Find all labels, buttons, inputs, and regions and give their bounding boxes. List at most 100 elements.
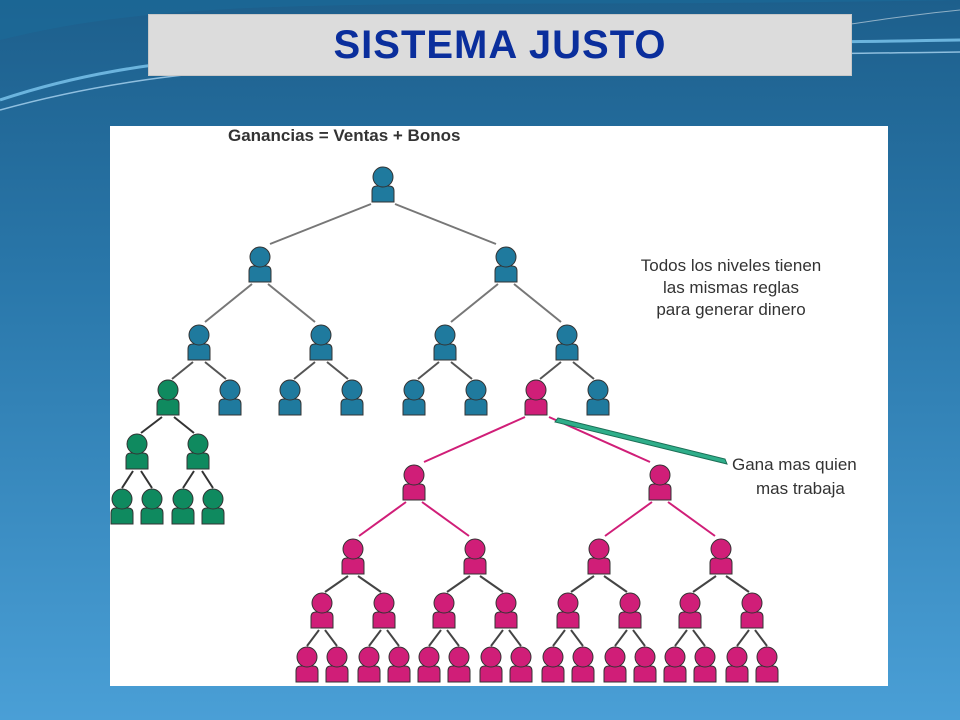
edge-m-1-1-1-0 bbox=[736, 629, 750, 647]
edge-r-0 bbox=[269, 203, 372, 245]
edge-r-1 bbox=[394, 203, 497, 245]
edge-m-0-1-1 bbox=[479, 575, 504, 593]
hierarchy-diagram: Ganancias = Ventas + Bonos Todos los niv… bbox=[110, 126, 857, 683]
edge-r-0-0-1 bbox=[204, 361, 227, 380]
person-r-0-1-1 bbox=[340, 379, 364, 416]
edge-m-0-0-0-0 bbox=[306, 629, 320, 647]
person-m-0-0-0-1 bbox=[325, 646, 349, 683]
edge-g-1 bbox=[173, 416, 195, 434]
edge-r-0-0 bbox=[204, 283, 253, 323]
note-worker-line-2: mas trabaja bbox=[756, 479, 845, 498]
edge-m-1-1-0-0 bbox=[674, 629, 688, 647]
person-r-1-1-1 bbox=[586, 379, 610, 416]
person-m-1-0-0 bbox=[556, 592, 580, 629]
edge-m-0-1-0-1 bbox=[446, 629, 460, 647]
edge-m-1-0-1-0 bbox=[614, 629, 628, 647]
edge-m-1-1 bbox=[667, 501, 716, 537]
person-r-0-0-0 bbox=[156, 379, 180, 416]
edge-m-1-1-0 bbox=[692, 575, 717, 593]
edge-m-0-0-1-1 bbox=[386, 629, 400, 647]
edge-m-0-0 bbox=[358, 501, 407, 537]
edge-m-0-1-1-0 bbox=[490, 629, 504, 647]
person-m-1-0-1-0 bbox=[603, 646, 627, 683]
person-m-1-0-1 bbox=[618, 592, 642, 629]
person-m-0-0-1 bbox=[372, 592, 396, 629]
note-levels-line-1: Todos los niveles tienen bbox=[641, 256, 822, 275]
person-m-0-0 bbox=[341, 538, 365, 575]
edge-m-1-0-0-1 bbox=[570, 629, 584, 647]
person-m-1-1-0 bbox=[678, 592, 702, 629]
edge-m-0 bbox=[423, 416, 526, 463]
person-r-1-0 bbox=[433, 324, 457, 361]
edge-m-1-1-1 bbox=[725, 575, 750, 593]
edge-m-0-0-1-0 bbox=[368, 629, 382, 647]
person-m-0-0-0-0 bbox=[295, 646, 319, 683]
person-g-0-1 bbox=[140, 488, 164, 525]
edge-m-0-1-0-0 bbox=[428, 629, 442, 647]
person-m-0-1-0-1 bbox=[447, 646, 471, 683]
person-m-1-0-1-1 bbox=[633, 646, 657, 683]
person-m-0-1-0-0 bbox=[417, 646, 441, 683]
person-m-1-1-0-0 bbox=[663, 646, 687, 683]
person-r-0-1 bbox=[309, 324, 333, 361]
person-g-1-0 bbox=[171, 488, 195, 525]
person-g-1-1 bbox=[201, 488, 225, 525]
edge-r-1-0-1 bbox=[450, 361, 473, 380]
person-m-1-1 bbox=[709, 538, 733, 575]
person-m-0-1 bbox=[463, 538, 487, 575]
edge-m-0-0-1 bbox=[357, 575, 382, 593]
formula-label: Ganancias = Ventas + Bonos bbox=[228, 126, 460, 145]
edge-m-0-1-0 bbox=[446, 575, 471, 593]
person-r bbox=[371, 166, 395, 203]
person-m-0-1-1-1 bbox=[509, 646, 533, 683]
edge-r-0-1-0 bbox=[293, 361, 316, 380]
tree-nodes bbox=[110, 166, 779, 683]
person-r-1-1 bbox=[555, 324, 579, 361]
edge-g-0-1 bbox=[140, 470, 153, 489]
edge-m-1-0 bbox=[604, 501, 653, 537]
person-m-1-1-1 bbox=[740, 592, 764, 629]
edge-r-1-0 bbox=[450, 283, 499, 323]
diagram-panel: Ganancias = Ventas + Bonos Todos los niv… bbox=[110, 126, 888, 686]
person-m-1-1-0-1 bbox=[693, 646, 717, 683]
edge-g-0-0 bbox=[121, 470, 134, 489]
person-g-1 bbox=[186, 433, 210, 470]
edge-g-1-0 bbox=[182, 470, 195, 489]
person-m-0-0-1-0 bbox=[357, 646, 381, 683]
title-banner: SISTEMA JUSTO bbox=[148, 14, 852, 76]
edge-r-0-1-1 bbox=[326, 361, 349, 380]
edge-m-1-0-1-1 bbox=[632, 629, 646, 647]
person-m-0-1-1 bbox=[494, 592, 518, 629]
person-m-1-0 bbox=[587, 538, 611, 575]
edge-r-1-1-1 bbox=[572, 361, 595, 380]
person-r-0-0 bbox=[187, 324, 211, 361]
edge-m-1-0-1 bbox=[603, 575, 628, 593]
edge-m-1-1-0-1 bbox=[692, 629, 706, 647]
person-r-1-0-1 bbox=[464, 379, 488, 416]
person-m-1 bbox=[648, 464, 672, 501]
person-g-0-0 bbox=[110, 488, 134, 525]
note-worker-line-1: Gana mas quien bbox=[732, 455, 857, 474]
person-m-1-0-0-0 bbox=[541, 646, 565, 683]
person-r-0-0-1 bbox=[218, 379, 242, 416]
edge-r-1-0-0 bbox=[417, 361, 440, 380]
person-m-1-0-0-1 bbox=[571, 646, 595, 683]
edge-r-0-0-0 bbox=[171, 361, 194, 380]
person-m-0-1-0 bbox=[432, 592, 456, 629]
edge-m-0-0-0 bbox=[324, 575, 349, 593]
highlight-arrow bbox=[554, 417, 728, 465]
person-r-1-0-0 bbox=[402, 379, 426, 416]
person-m-1-1-1-1 bbox=[755, 646, 779, 683]
person-r-1-1-0 bbox=[524, 379, 548, 416]
person-m-1-1-1-0 bbox=[725, 646, 749, 683]
note-levels-line-2: las mismas reglas bbox=[663, 278, 799, 297]
tree-edges bbox=[121, 203, 768, 647]
note-levels-line-3: para generar dinero bbox=[656, 300, 805, 319]
slide-title: SISTEMA JUSTO bbox=[333, 22, 667, 67]
edge-m-1-0-0 bbox=[570, 575, 595, 593]
person-g-0 bbox=[125, 433, 149, 470]
person-m-0-1-1-0 bbox=[479, 646, 503, 683]
edge-m-0-1-1-1 bbox=[508, 629, 522, 647]
edge-m-1-1-1-1 bbox=[754, 629, 768, 647]
person-r-0 bbox=[248, 246, 272, 283]
